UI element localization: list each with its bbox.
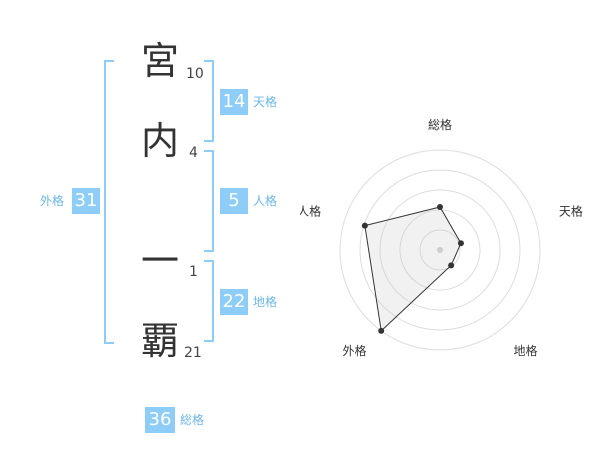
radar-point-3 xyxy=(448,262,455,269)
gaikaku-bracket xyxy=(104,60,114,344)
radar-grid-ring xyxy=(379,189,501,311)
tenkaku-bracket xyxy=(204,60,214,142)
radar-point-5 xyxy=(361,222,368,229)
radar-point-4 xyxy=(378,327,385,334)
stroke-count-3: 1 xyxy=(189,264,198,280)
stroke-count-2: 4 xyxy=(189,145,198,161)
jinkaku-value-badge: 5 xyxy=(220,188,248,214)
chikaku-value-badge: 22 xyxy=(220,289,248,315)
radar-point-1 xyxy=(437,204,443,210)
gaikaku-value-badge: 31 xyxy=(72,188,100,214)
name-char-3: 一 xyxy=(140,239,179,283)
name-char-4: 覇 xyxy=(140,319,179,363)
radar-grid-ring xyxy=(359,169,521,331)
soukaku-label: 総格 xyxy=(180,413,205,427)
tenkaku-label: 天格 xyxy=(253,95,278,109)
radar-axis-label-5: 人格 xyxy=(300,203,321,218)
soukaku-value-badge: 36 xyxy=(145,407,175,433)
chikaku-bracket xyxy=(204,260,214,342)
radar-grid-ring xyxy=(419,229,461,271)
radar-center-dot xyxy=(437,247,443,253)
radar-axis-label-2: 天格 xyxy=(559,203,583,218)
jinkaku-bracket xyxy=(204,150,214,252)
chikaku-label: 地格 xyxy=(253,295,278,309)
jinkaku-label: 人格 xyxy=(253,194,278,208)
radar-grid-ring xyxy=(339,149,541,351)
radar-axis-label-1: 総格 xyxy=(428,117,452,132)
name-char-2: 内 xyxy=(140,119,179,163)
radar-axis-label-4: 外格 xyxy=(343,343,367,358)
tenkaku-value-badge: 14 xyxy=(220,89,248,115)
radar-series-area xyxy=(364,206,462,332)
stroke-count-4: 21 xyxy=(184,345,202,361)
name-char-1: 宮 xyxy=(140,39,179,83)
radar-point-2 xyxy=(457,240,464,247)
stroke-count-1: 10 xyxy=(186,66,204,82)
gaikaku-label: 外格 xyxy=(40,194,65,208)
radar-axis-label-3: 地格 xyxy=(513,343,537,358)
